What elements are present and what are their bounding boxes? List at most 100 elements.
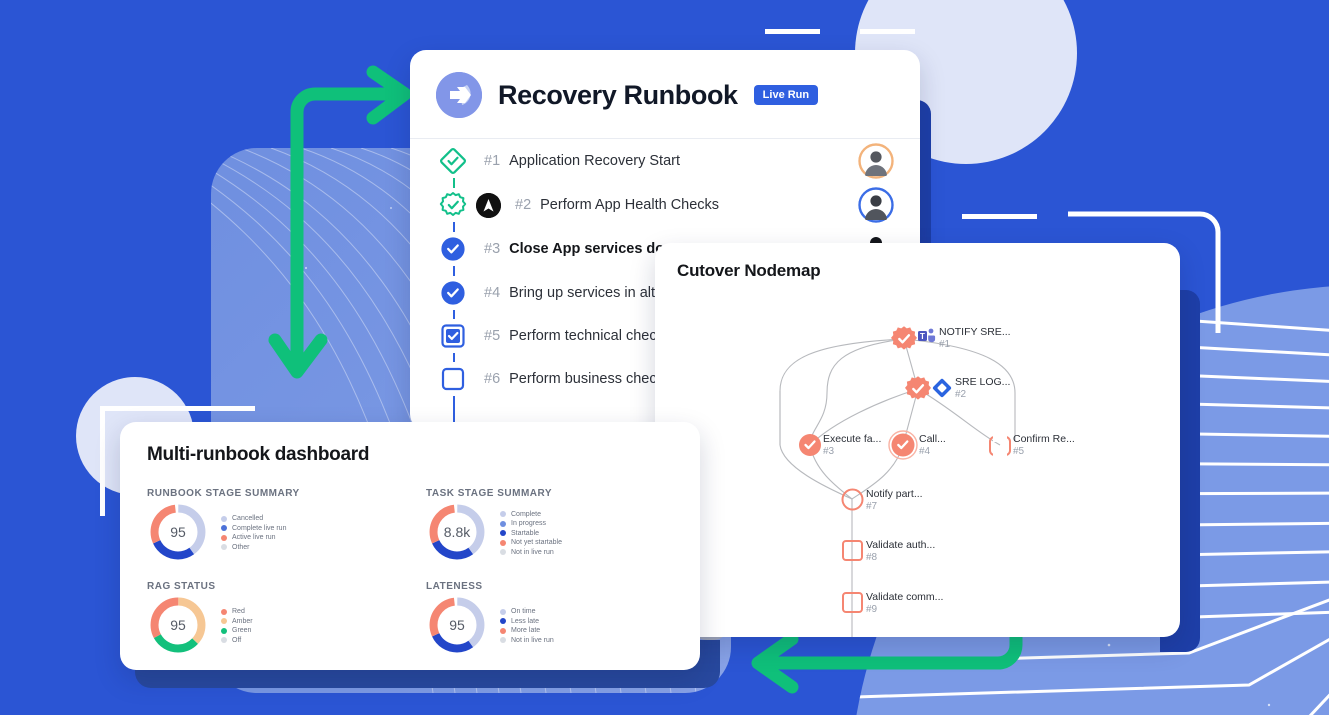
legend-label: Not yet startable — [511, 539, 562, 546]
task-row-4[interactable]: #4 Bring up services in altern — [410, 271, 920, 314]
app-integration-icon[interactable] — [476, 192, 501, 218]
node-number: #4 — [919, 446, 931, 458]
legend-label: In progress — [511, 520, 547, 527]
node-name: SRE LOG... — [955, 376, 1011, 388]
nodemap-title: Cutover Nodemap — [677, 261, 821, 280]
task-row-2[interactable]: #2 Perform App Health Checks — [410, 183, 920, 227]
node-number: #7 — [866, 501, 878, 513]
legend-label: Less late — [511, 617, 540, 625]
node-icon-square-empty[interactable] — [841, 539, 864, 567]
node-icon-gear-check[interactable] — [889, 324, 919, 359]
legend-item: Not in live run — [500, 637, 554, 644]
avatar[interactable] — [858, 187, 894, 223]
bg-line-4 — [100, 406, 255, 411]
legend-item: More late — [500, 627, 554, 634]
node-icon-gear-check[interactable] — [903, 374, 933, 409]
cutover-logo-icon — [436, 72, 482, 118]
legend-item: Red — [221, 608, 253, 615]
node-name: Notify part... — [866, 488, 923, 500]
task-row-6[interactable]: #6 Perform business checkou — [410, 357, 920, 400]
square-empty-icon — [436, 361, 470, 396]
dashboard-section-rag-status: RAG STATUS 95 Red Amber Green Off — [147, 581, 421, 656]
task-row-5[interactable]: #5 Perform technical checkou — [410, 314, 920, 357]
bg-line-3 — [962, 214, 1037, 219]
node-name: Call... — [919, 433, 946, 445]
bg-line-5 — [100, 406, 105, 516]
legend: On time Less late More late Not in live … — [500, 606, 554, 644]
legend: Cancelled Complete live run Active live … — [221, 513, 286, 551]
node-label-4: Call... #4 — [919, 433, 946, 459]
nodemap-canvas: T NOTIFY SRE... #1 SRE LOG... #2 — [655, 281, 1180, 637]
arrow-down-right — [265, 62, 425, 412]
task-row-1[interactable]: #1 Application Recovery Start — [410, 139, 920, 183]
legend-item: Less late — [500, 618, 554, 625]
bg-line-1 — [765, 29, 820, 34]
donut-value: 95 — [170, 524, 186, 540]
gear-check-icon — [436, 188, 470, 222]
node-name: Confirm Re... — [1013, 433, 1075, 445]
legend-item: Active live run — [221, 534, 286, 541]
legend-item: Startable — [500, 530, 562, 537]
task-number: #6 — [484, 370, 501, 387]
node-label-7: Notify part... #7 — [866, 488, 923, 514]
page-title: Recovery Runbook — [498, 79, 738, 110]
runbook-stage-donut: 95 — [147, 501, 209, 563]
node-icon-circle-check[interactable] — [797, 432, 823, 463]
section-title: RAG STATUS — [147, 581, 216, 592]
microsoft-teams-icon[interactable]: T — [918, 328, 936, 349]
legend-label: More late — [511, 627, 541, 635]
node-label-5: Confirm Re... #5 — [1013, 433, 1075, 459]
legend-label: Green — [232, 627, 252, 635]
task-name: Application Recovery Start — [509, 153, 680, 169]
legend-label: Amber — [232, 617, 253, 625]
legend-item: Complete — [500, 511, 562, 518]
bg-line-2 — [860, 29, 915, 34]
runbook-header: Recovery Runbook Live Run — [410, 50, 920, 139]
legend-label: Off — [232, 636, 242, 644]
donut-value: 8.8k — [443, 524, 471, 540]
task-number: #4 — [484, 284, 501, 301]
task-stage-donut: 8.8k — [426, 501, 488, 563]
node-name: Validate comm... — [866, 591, 944, 603]
node-label-3: Execute fa... #3 — [823, 433, 881, 459]
node-icon-circle-check-active[interactable] — [888, 430, 918, 465]
legend: Complete In progress Startable Not yet s… — [500, 509, 562, 556]
section-title: RUNBOOK STAGE SUMMARY — [147, 488, 300, 499]
legend-item: Not in live run — [500, 549, 562, 556]
status-badge: Live Run — [753, 85, 819, 105]
circle-check-icon — [436, 275, 470, 310]
legend-item: Not yet startable — [500, 539, 562, 546]
jira-icon[interactable] — [932, 378, 952, 403]
node-name: Execute fa... — [823, 433, 882, 445]
node-number: #3 — [823, 446, 835, 458]
dashboard-section-lateness: LATENESS 95 On time Less late More late … — [426, 581, 700, 656]
node-icon-square-empty[interactable] — [841, 591, 864, 619]
task-row-3[interactable]: #3 Close App services down — [410, 227, 920, 271]
node-number: #8 — [866, 552, 878, 564]
node-icon-square-empty[interactable] — [988, 434, 1012, 463]
legend-item: Complete live run — [221, 525, 286, 532]
node-icon-circle-empty[interactable] — [840, 487, 865, 517]
circle-check-icon — [436, 232, 470, 266]
legend-item: Green — [221, 627, 253, 634]
task-number: #5 — [484, 327, 501, 344]
legend: Red Amber Green Off — [221, 606, 253, 644]
rag-status-donut: 95 — [147, 594, 209, 656]
task-name: Perform App Health Checks — [540, 197, 720, 213]
task-name: Bring up services in altern — [509, 284, 676, 301]
donut-value: 95 — [170, 617, 186, 633]
legend-label: Red — [232, 608, 245, 616]
lateness-donut: 95 — [426, 594, 488, 656]
node-number: #9 — [866, 604, 878, 616]
avatar[interactable] — [858, 143, 894, 179]
legend-label: Cancelled — [232, 515, 264, 523]
legend-label: Active live run — [232, 534, 276, 542]
legend-item: Cancelled — [221, 515, 286, 522]
node-label-1: NOTIFY SRE... #1 — [939, 326, 1011, 352]
task-name: Perform business checkou — [509, 370, 680, 387]
task-number: #3 — [484, 241, 501, 257]
dashboard-title: Multi-runbook dashboard — [147, 444, 370, 465]
multi-runbook-dashboard-card: Multi-runbook dashboard RUNBOOK STAGE SU… — [120, 422, 700, 670]
bg-elbow-line — [1068, 211, 1228, 338]
task-name: Perform technical checkou — [509, 327, 680, 344]
